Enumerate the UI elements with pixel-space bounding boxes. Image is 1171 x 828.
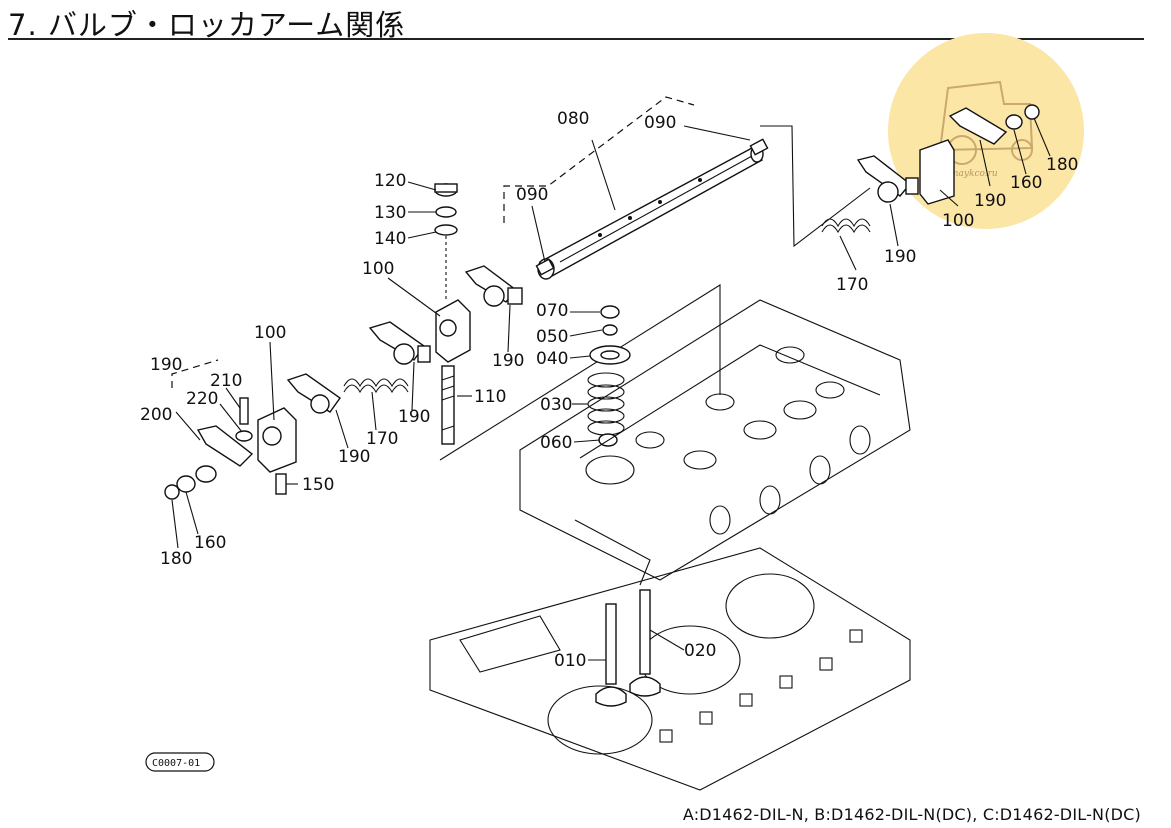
stud-bolt bbox=[441, 365, 455, 445]
label-160-right: 160 bbox=[1010, 173, 1042, 193]
label-200: 200 bbox=[140, 405, 172, 425]
label-090-right: 090 bbox=[644, 113, 676, 133]
label-190-left: 190 bbox=[338, 447, 370, 467]
shaft-group-bracket bbox=[503, 96, 695, 223]
label-120: 120 bbox=[374, 171, 406, 191]
intake-valve bbox=[595, 603, 627, 707]
label-100-left: 100 bbox=[254, 323, 286, 343]
shaft-end-parts-left bbox=[164, 465, 217, 500]
rocker-arm-upper bbox=[464, 265, 523, 307]
rocker-arm-adjustable bbox=[196, 397, 254, 467]
label-030: 030 bbox=[540, 395, 572, 415]
rocker-bracket-left bbox=[257, 407, 297, 473]
label-040: 040 bbox=[536, 349, 568, 369]
title-underline bbox=[8, 38, 1144, 40]
label-190-center: 190 bbox=[492, 351, 524, 371]
label-150: 150 bbox=[302, 475, 334, 495]
label-190-mid: 190 bbox=[398, 407, 430, 427]
shaft-plug-right bbox=[749, 138, 769, 156]
label-170-right: 170 bbox=[836, 275, 868, 295]
label-080: 080 bbox=[557, 109, 589, 129]
label-100-center: 100 bbox=[362, 259, 394, 279]
label-110: 110 bbox=[474, 387, 506, 407]
shaft-end-parts-right bbox=[919, 104, 1040, 205]
reference-code-text: C0007-01 bbox=[152, 758, 200, 769]
pin bbox=[275, 473, 287, 495]
valve-assembly-bracket bbox=[439, 284, 721, 461]
rocker-arm-right bbox=[856, 155, 919, 203]
label-130: 130 bbox=[374, 203, 406, 223]
label-160-left: 160 bbox=[194, 533, 226, 553]
label-060: 060 bbox=[540, 433, 572, 453]
label-190-group: 190 bbox=[150, 355, 182, 375]
rocker-group-bracket-left bbox=[171, 359, 219, 388]
label-170-left: 170 bbox=[366, 429, 398, 449]
cylinder-head bbox=[519, 299, 911, 586]
rocker-spring-left bbox=[343, 378, 409, 388]
label-070: 070 bbox=[536, 301, 568, 321]
cylinder-block bbox=[429, 547, 911, 791]
label-100-right: 100 bbox=[942, 211, 974, 231]
watermark-text: maykco.ru bbox=[950, 169, 998, 179]
label-010: 010 bbox=[554, 651, 586, 671]
label-020: 020 bbox=[684, 641, 716, 661]
label-090-left: 090 bbox=[516, 185, 548, 205]
exhaust-valve bbox=[629, 589, 661, 697]
page-title: 7. バルブ・ロッカアーム関係 bbox=[8, 8, 406, 42]
nut-stack bbox=[434, 183, 458, 300]
label-220: 220 bbox=[186, 389, 218, 409]
model-footer: A:D1462-DIL-N, B:D1462-DIL-N(DC), C:D146… bbox=[682, 805, 1141, 824]
rocker-arm-left bbox=[286, 373, 341, 414]
rocker-arm-mid bbox=[368, 321, 431, 365]
label-190-watermark: 190 bbox=[974, 191, 1006, 211]
rocker-shaft bbox=[537, 145, 764, 280]
shaft-plug-left bbox=[535, 258, 555, 276]
valve-spring-stack bbox=[587, 305, 631, 447]
shaft-leader-right bbox=[760, 125, 871, 248]
rocker-bracket-center bbox=[435, 299, 471, 363]
rocker-spring-right bbox=[821, 218, 871, 228]
leader-lines bbox=[171, 117, 1051, 661]
reference-code-badge: C0007-01 bbox=[145, 752, 215, 772]
label-210: 210 bbox=[210, 371, 242, 391]
label-190-right: 190 bbox=[884, 247, 916, 267]
label-180-right: 180 bbox=[1046, 155, 1078, 175]
label-050: 050 bbox=[536, 327, 568, 347]
label-180-left: 180 bbox=[160, 549, 192, 569]
label-140: 140 bbox=[374, 229, 406, 249]
